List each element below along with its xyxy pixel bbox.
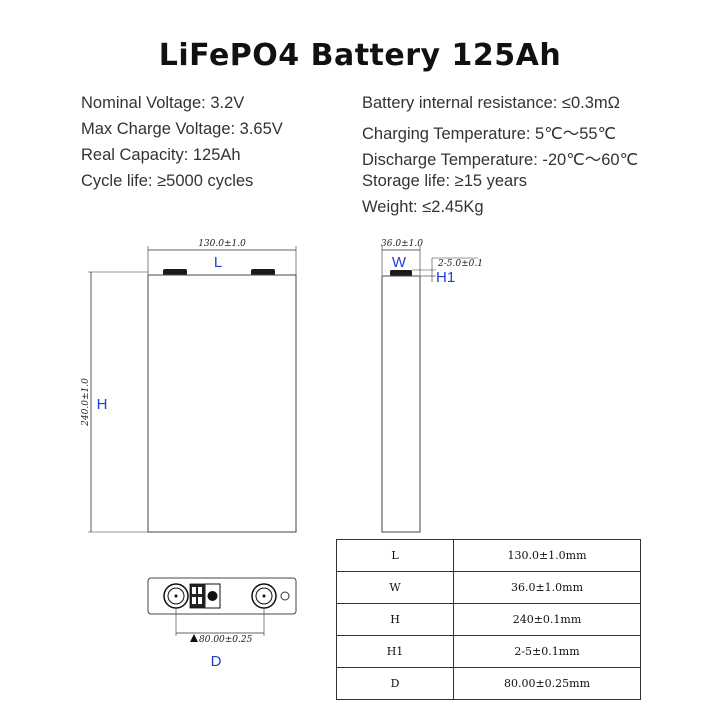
spec-weight: Weight: ≤2.45Kg	[362, 198, 484, 216]
side-body	[381, 275, 421, 533]
spec-discharge-temperature: Discharge Temperature: -20℃～60℃	[362, 151, 639, 169]
label-H1: H1	[436, 269, 455, 286]
page-title: LiFePO4 Battery 125Ah	[158, 38, 562, 73]
front-view: 130.0±1.0 L 240.0±1.0 H	[81, 239, 297, 533]
table-key: D	[336, 667, 454, 700]
table-row: H1 2-5±0.1mm	[336, 635, 641, 668]
table-key: H	[336, 603, 454, 636]
spec-charging-temperature: Charging Temperature: 5℃～55℃	[362, 125, 617, 143]
label-D: D	[211, 653, 222, 670]
injection-hole	[280, 591, 290, 601]
table-key: L	[336, 539, 454, 572]
top-view: 80.00±0.25 D	[147, 577, 297, 670]
spec-nominal-voltage: Nominal Voltage: 3.2V	[81, 94, 245, 112]
table-value: 240±0.1mm	[453, 603, 641, 636]
table-row: D 80.00±0.25mm	[336, 667, 641, 700]
side-terminal	[390, 270, 412, 276]
spec-internal-resistance: Battery internal resistance: ≤0.3mΩ	[362, 94, 620, 112]
front-body	[147, 274, 297, 533]
table-value: 36.0±1.0mm	[453, 571, 641, 604]
table-value: 80.00±0.25mm	[453, 667, 641, 700]
spec-max-charge-voltage: Max Charge Voltage: 3.65V	[81, 120, 283, 138]
label-W: W	[392, 254, 407, 271]
table-key: W	[336, 571, 454, 604]
table-row: W 36.0±1.0mm	[336, 571, 641, 604]
table-row: H 240±0.1mm	[336, 603, 641, 636]
dimension-table: L 130.0±1.0mm W 36.0±1.0mm H 240±0.1mm H…	[336, 539, 641, 700]
table-value: 130.0±1.0mm	[453, 539, 641, 572]
spec-cycle-life: Cycle life: ≥5000 cycles	[81, 172, 254, 190]
terminal-left	[163, 269, 187, 276]
side-terminal-dimension: 2-5.0±0.1	[437, 259, 483, 269]
side-view: 36.0±1.0 W 2-5.0±0.1 H1	[381, 239, 483, 533]
terminal-spacing-dimension: 80.00±0.25	[199, 635, 253, 645]
label-H: H	[97, 396, 108, 413]
spec-storage-life: Storage life: ≥15 years	[362, 172, 527, 190]
table-row: L 130.0±1.0mm	[336, 539, 641, 572]
side-width-dimension: 36.0±1.0	[381, 239, 423, 249]
spec-real-capacity: Real Capacity: 125Ah	[81, 146, 241, 164]
terminal-right	[251, 269, 275, 276]
label-L: L	[214, 254, 222, 271]
front-height-dimension: 240.0±1.0	[81, 378, 91, 427]
table-key: H1	[336, 635, 454, 668]
table-value: 2-5±0.1mm	[453, 635, 641, 668]
front-width-dimension: 130.0±1.0	[198, 239, 246, 249]
